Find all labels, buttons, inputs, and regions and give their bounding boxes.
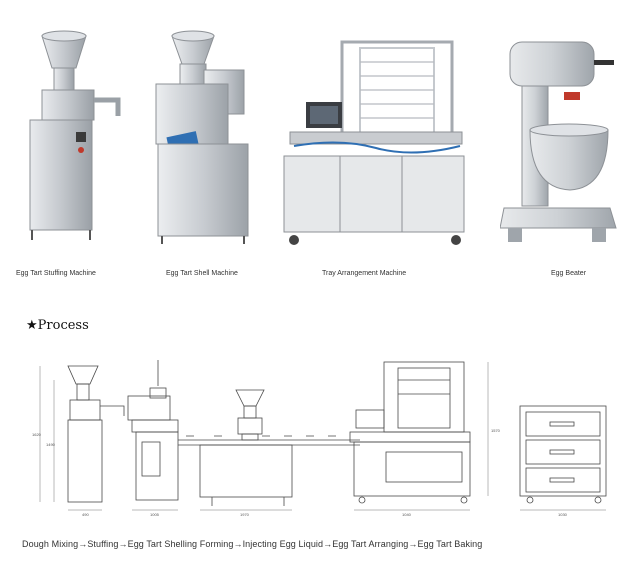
process-title: ★Process — [26, 318, 89, 333]
drawing-oven-unit — [519, 405, 607, 504]
drawing-shell-unit — [127, 360, 179, 501]
dimension-label: 1620 — [32, 432, 41, 437]
shell-machine-icon — [155, 30, 249, 244]
stuffing-machine-icon — [29, 30, 121, 240]
egg-beater-icon — [500, 41, 617, 242]
drawing-tray-unit — [349, 361, 471, 504]
process-line-drawing — [39, 360, 607, 511]
caption-tray-machine: Tray Arrangement Machine — [322, 270, 407, 277]
machine-photo-row: Egg Tart Stuffing Machine Egg Tart Shell… — [16, 30, 617, 277]
dimension-label: 490 — [82, 512, 89, 517]
dimension-label: 1970 — [240, 512, 249, 517]
dimension-label: 1490 — [46, 442, 55, 447]
process-flow-text: Dough Mixing→Stuffing→Egg Tart Shelling … — [22, 539, 483, 549]
dimension-label: 1040 — [402, 512, 411, 517]
tray-machine-icon — [283, 40, 465, 245]
drawing-injector-unit — [235, 389, 265, 441]
caption-egg-beater: Egg Beater — [551, 270, 587, 277]
caption-stuffing-machine: Egg Tart Stuffing Machine — [16, 270, 96, 277]
drawing-conveyor — [178, 435, 360, 506]
dimension-label: 1005 — [150, 512, 159, 517]
dimension-label: 1030 — [558, 512, 567, 517]
drawing-stuffing-unit — [67, 365, 125, 503]
caption-shell-machine: Egg Tart Shell Machine — [166, 270, 238, 277]
dimension-label: 1570 — [491, 428, 500, 433]
